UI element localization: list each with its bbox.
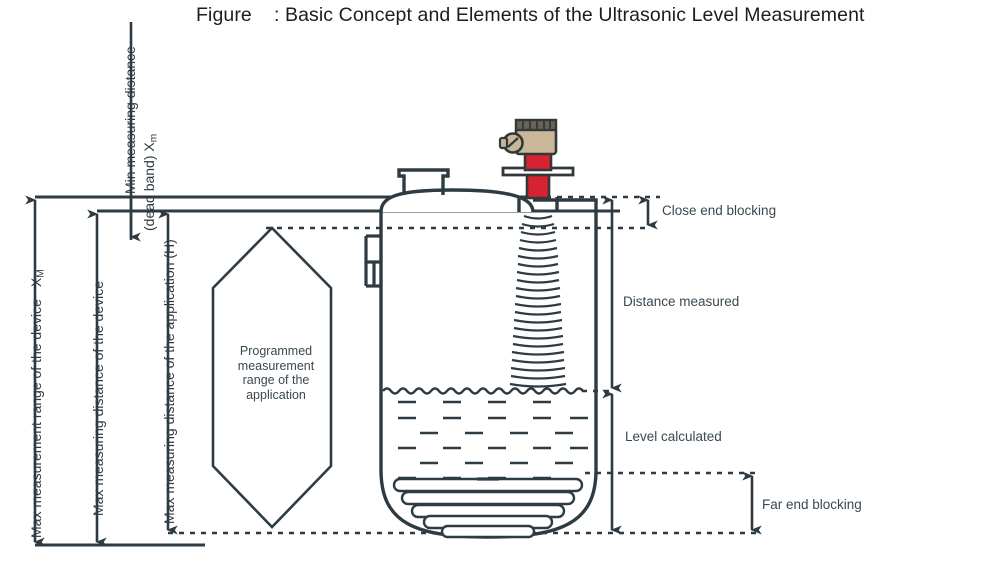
ultrasonic-wave-beam: [509, 214, 567, 388]
programmed-range-line-3: range of the: [242, 373, 310, 387]
right-dimension-arrows: [602, 195, 762, 535]
label-max-measuring-distance-device: Max measuring distance of the device: [90, 280, 106, 516]
liquid-surface: [382, 387, 584, 395]
programmed-range-line-2: measurement: [237, 358, 315, 373]
heating-coil-2: [400, 490, 576, 506]
label-symbol-xm-lower-sub: m: [148, 133, 160, 143]
transmitter-cable-gland: [498, 136, 509, 150]
ultrasonic-level-transmitter: [498, 118, 575, 200]
label-far-end-blocking: Far end blocking: [762, 497, 862, 512]
liquid-dashes: [398, 400, 588, 480]
liquid-contents: [382, 387, 588, 480]
programmed-range-line-1: Programmed: [239, 344, 313, 358]
page-title: Figure : Basic Concept and Elements of t…: [196, 4, 865, 26]
label-symbol-xm: X: [28, 277, 44, 288]
vessel: [364, 168, 598, 539]
transmitter-cap: [514, 118, 558, 132]
label-min-measuring-distance-line1: Min measuring distance: [122, 46, 138, 194]
label-text-dead-band: (dead band) X: [141, 142, 157, 231]
programmed-range-line-4: application: [246, 387, 306, 402]
label-distance-measured: Distance measured: [623, 294, 740, 309]
programmed-range-hexagon: [211, 226, 333, 529]
heating-coil-5: [440, 524, 536, 539]
vessel-bracket-upper: [364, 236, 381, 264]
label-close-end-blocking: Close end blocking: [662, 203, 777, 218]
transmitter-cap-fins: [522, 121, 551, 129]
transmitter-knob-slot: [507, 137, 519, 148]
label-max-measurement-range-device: Max measurement range of the device XM: [28, 269, 47, 538]
label-symbol-xm-sub: M: [35, 269, 47, 278]
programmed-range-label: Programmed measurement range of the appl…: [228, 344, 324, 402]
label-level-calculated: Level calculated: [625, 429, 722, 444]
vessel-top-right: [533, 198, 598, 212]
label-max-measuring-distance-application: Max measuring distance of the applicatio…: [161, 239, 177, 524]
label-text-max-range: Max measurement range of the device: [28, 299, 44, 538]
heating-coil-1: [392, 477, 584, 493]
vessel-top-head: [379, 188, 535, 213]
label-min-measuring-distance-line2: (dead band) Xm: [141, 134, 160, 231]
heating-coils: [392, 477, 584, 539]
vessel-manway-nozzle: [397, 168, 450, 195]
